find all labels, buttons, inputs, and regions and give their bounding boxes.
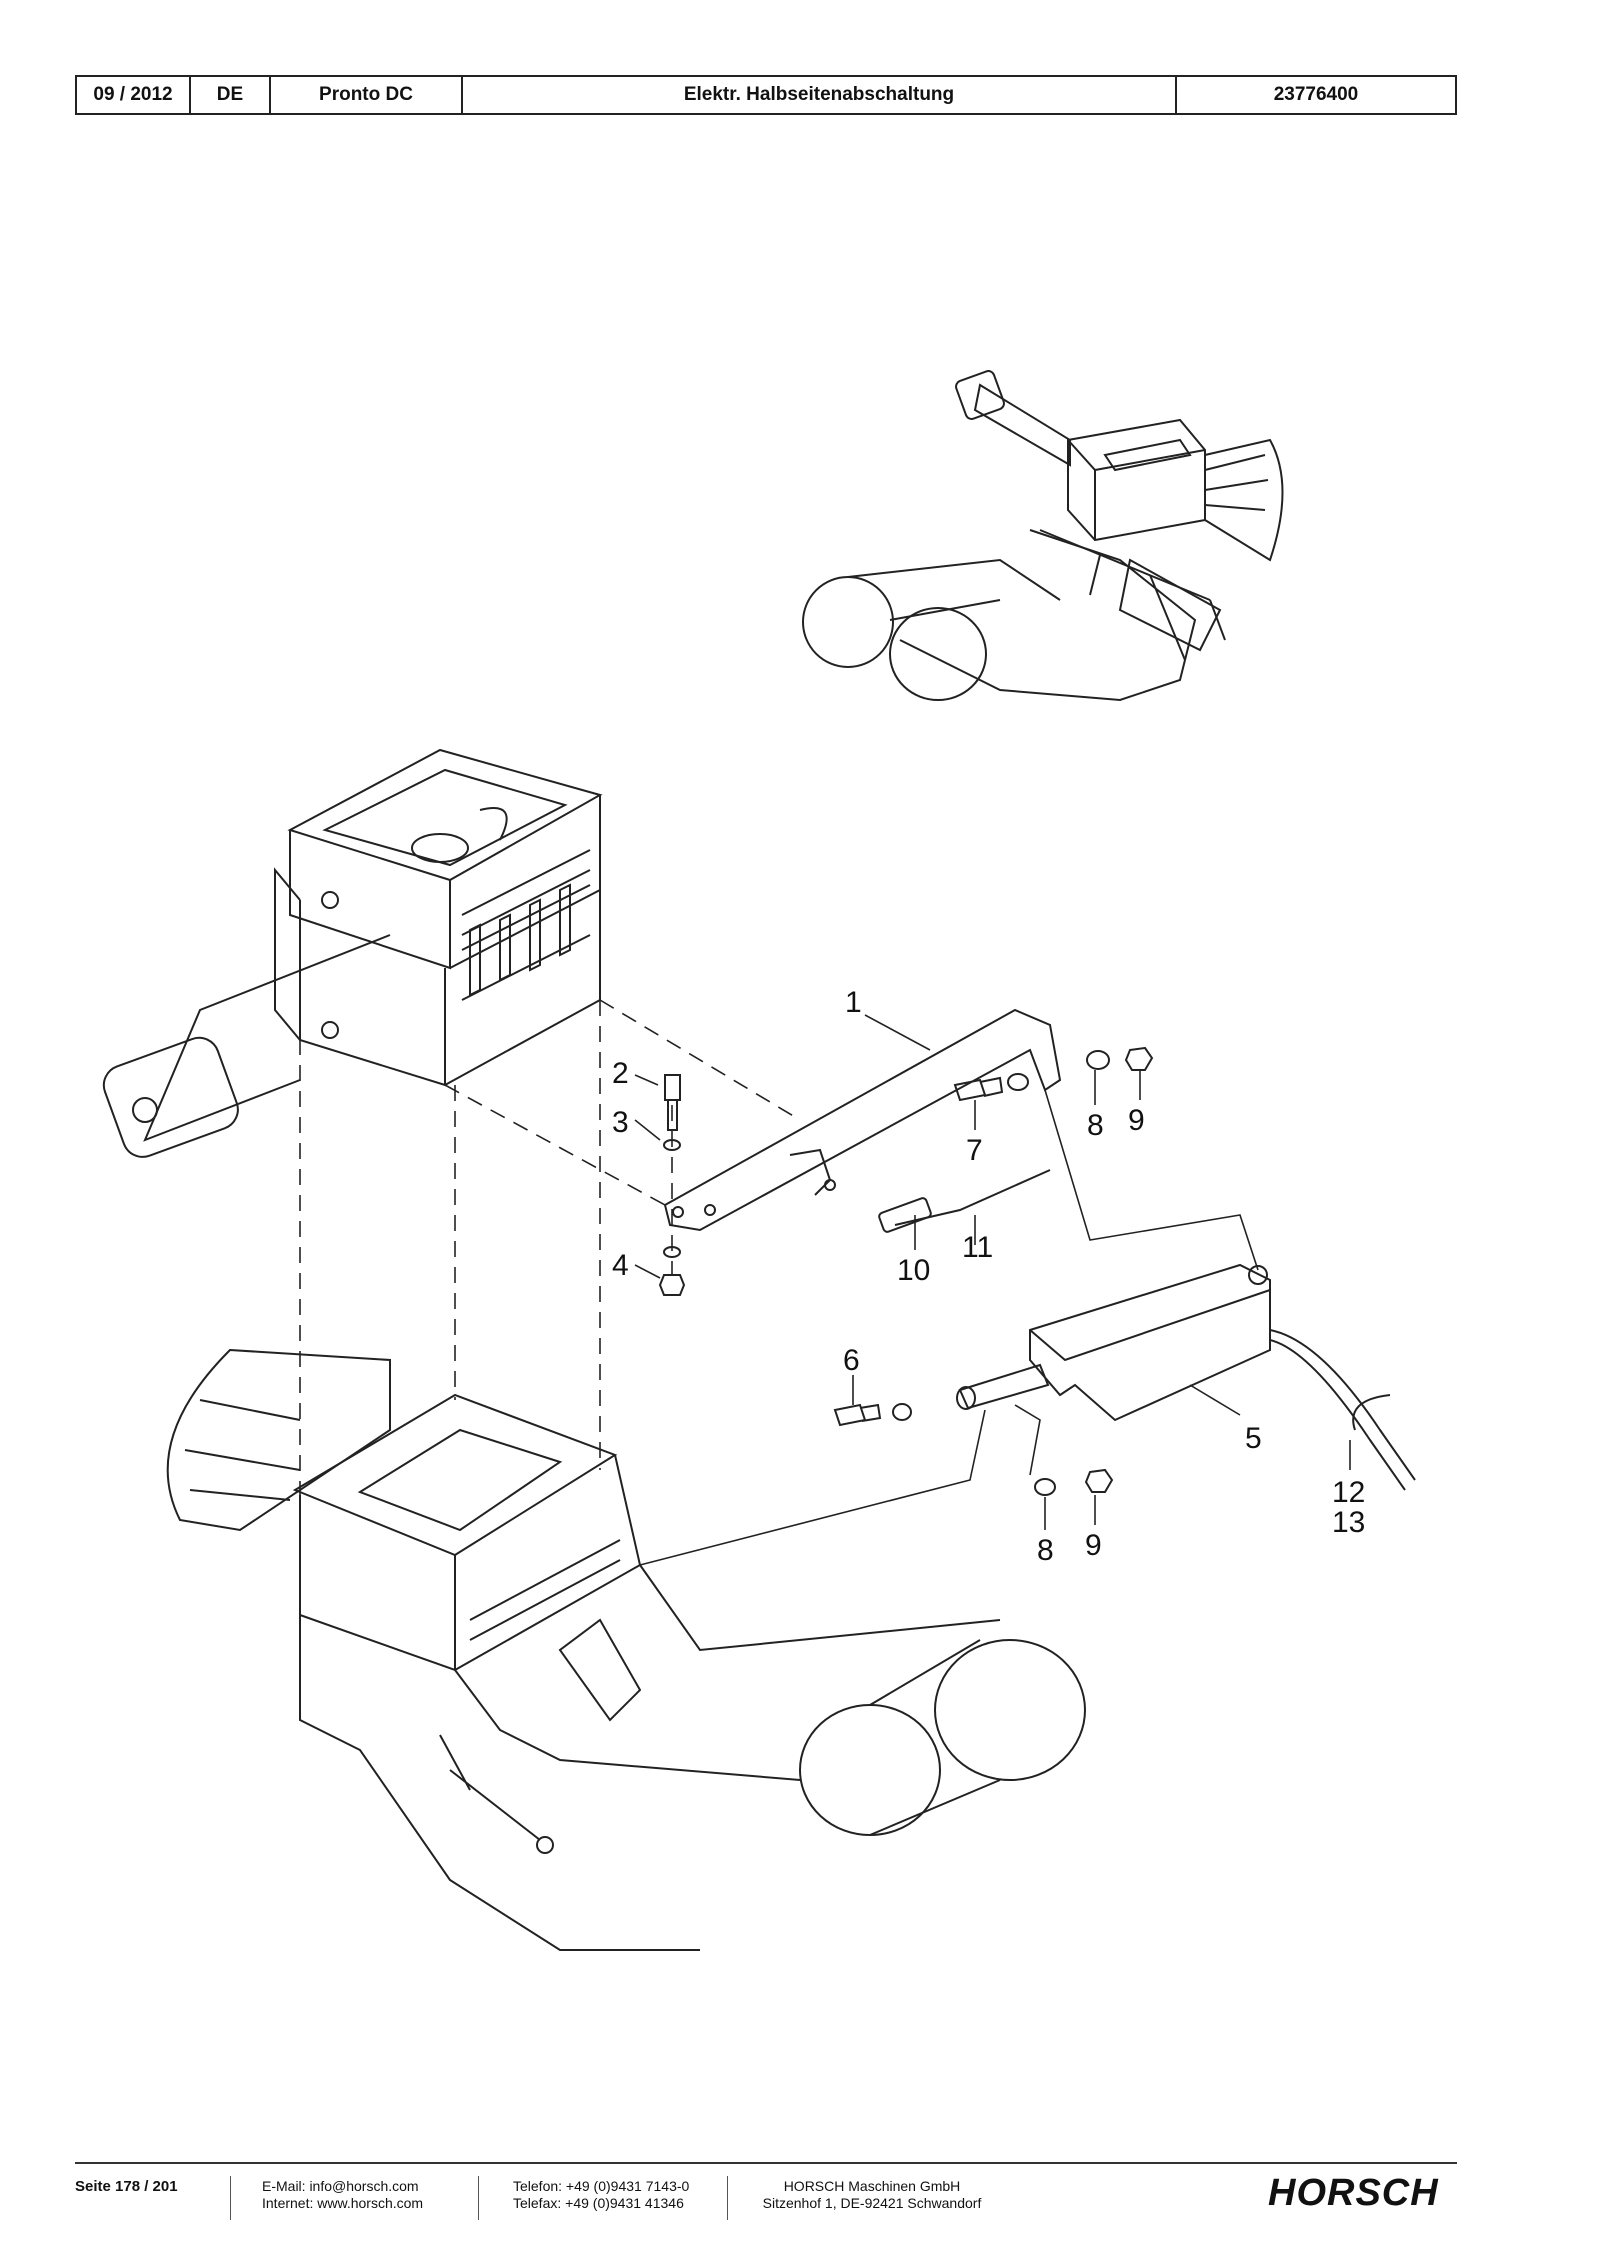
nut-illustration <box>658 1274 686 1296</box>
callout-9-upper: 9 <box>1128 1104 1145 1137</box>
callout-4: 4 <box>612 1249 629 1282</box>
footer-company: HORSCH Maschinen GmbH <box>783 2178 961 2194</box>
footer-contact-phone: Telefon: +49 (0)9431 7143-0 Telefax: +49… <box>513 2178 689 2212</box>
footer-address: Sitzenhof 1, DE-92421 Schwandorf <box>762 2195 982 2211</box>
actuator-illustration <box>956 1263 1416 1491</box>
washer-8-illustration <box>1007 1073 1029 1091</box>
assembly-guide-lines-solid <box>639 1089 1259 1566</box>
callout-2: 2 <box>612 1057 629 1090</box>
horsch-logo: HORSCH <box>1268 2172 1439 2214</box>
header-date: 09 / 2012 <box>77 77 191 113</box>
callout-8-lower: 8 <box>1037 1534 1054 1567</box>
callout-12: 12 <box>1332 1476 1365 1509</box>
page-number: Seite 178 / 201 <box>75 2178 178 2195</box>
assembly-guide-lines <box>299 935 801 1500</box>
bolt-6-illustration <box>833 1403 882 1427</box>
callout-7: 7 <box>966 1134 983 1167</box>
header-language: DE <box>191 77 271 113</box>
metering-unit-illustration <box>102 748 603 1158</box>
header-model: Pronto DC <box>271 77 463 113</box>
footer-internet[interactable]: Internet: www.horsch.com <box>262 2195 424 2211</box>
bolt-illustration <box>664 1074 681 1131</box>
footer-separator <box>727 2176 728 2220</box>
washer-8-illustration-upper <box>1086 1050 1110 1070</box>
callout-11: 11 <box>962 1231 993 1264</box>
nut-9-illustration-lower <box>1084 1468 1114 1493</box>
bracket-illustration <box>663 1008 1062 1232</box>
bolt-7-illustration <box>953 1076 1004 1102</box>
callout-6: 6 <box>843 1344 860 1377</box>
footer-contact-web: E-Mail: info@horsch.com Internet: www.ho… <box>262 2178 423 2212</box>
footer-separator <box>230 2176 231 2220</box>
sensor-illustration <box>878 1197 932 1233</box>
callout-3: 3 <box>612 1106 629 1139</box>
callout-1: 1 <box>845 986 862 1019</box>
callout-8-upper: 8 <box>1087 1109 1104 1142</box>
nut-9-illustration <box>1124 1046 1154 1071</box>
washer-8-illustration-lower <box>1034 1478 1056 1496</box>
sensor-cable <box>894 1169 1051 1226</box>
header-title: Elektr. Halbseitenabschaltung <box>463 77 1177 113</box>
footer-fax: Telefax: +49 (0)9431 41346 <box>513 2195 684 2211</box>
footer-company-block: HORSCH Maschinen GmbH Sitzenhof 1, DE-92… <box>762 2178 982 2212</box>
callout-leaders <box>634 1014 1351 1530</box>
callout-9-lower: 9 <box>1085 1529 1102 1562</box>
callout-10: 10 <box>897 1254 930 1287</box>
footer-email[interactable]: E-Mail: info@horsch.com <box>262 2178 419 2194</box>
header-part-number: 23776400 <box>1273 84 1359 105</box>
overview-assembly-illustration <box>802 370 1284 702</box>
washer-6-illustration <box>892 1403 912 1421</box>
footer-phone: Telefon: +49 (0)9431 7143-0 <box>513 2178 690 2194</box>
distributor-housing-illustration <box>166 1348 1086 1951</box>
callout-5: 5 <box>1245 1422 1262 1455</box>
callout-13: 13 <box>1332 1506 1365 1539</box>
footer-rule <box>75 2162 1457 2164</box>
header-table: 09 / 2012 DE Pronto DC Elektr. Halbseite… <box>75 75 1457 115</box>
footer-separator <box>478 2176 479 2220</box>
